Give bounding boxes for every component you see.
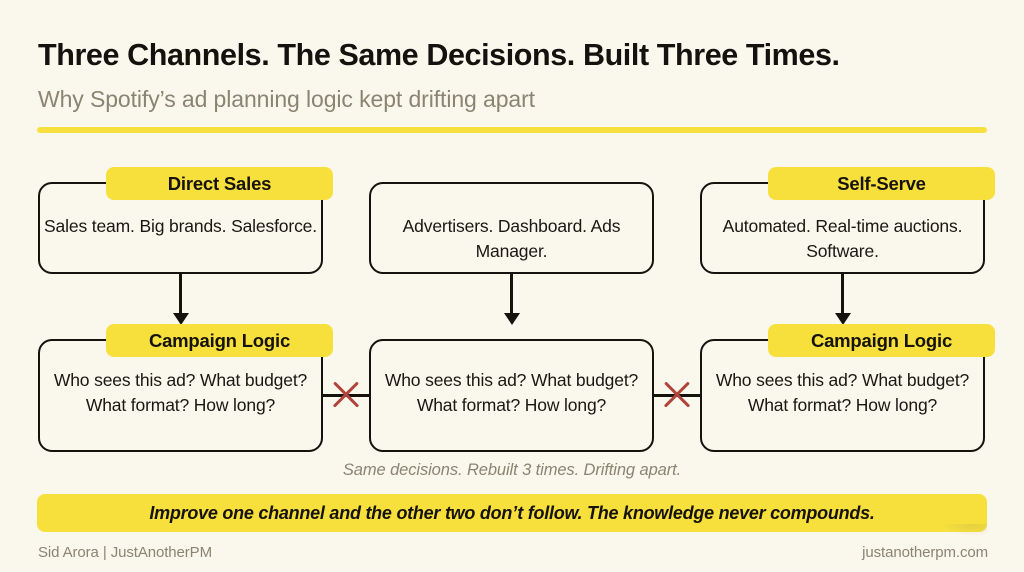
x-cross-icon-1	[328, 377, 364, 413]
footer-author: Sid Arora | JustAnotherPM	[38, 544, 212, 561]
down-arrow-icon-3	[834, 274, 851, 325]
channel-card-2-body: Advertisers. Dashboard. Ads Manager.	[402, 216, 621, 261]
page-subtitle: Why Spotify’s ad planning logic kept dri…	[38, 86, 535, 112]
logic-card-3-body: Who sees this ad? What budget? What form…	[715, 370, 970, 415]
footer-website: justanotherpm.com	[862, 544, 988, 561]
logic-card-2-body: Who sees this ad? What budget? What form…	[384, 370, 639, 415]
channel-card-1-body: Sales team. Big brands. Salesforce.	[44, 216, 317, 236]
logic-card-1-body: Who sees this ad? What budget? What form…	[53, 370, 308, 415]
takeaway-banner: Improve one channel and the other two do…	[37, 494, 987, 536]
diagram-caption: Same decisions. Rebuilt 3 times. Driftin…	[342, 461, 682, 479]
page-title: Three Channels. The Same Decisions. Buil…	[38, 38, 840, 72]
logic-card-1-badge: Campaign Logic	[106, 324, 333, 357]
down-arrow-icon-1	[172, 274, 189, 325]
channel-card-3-body: Automated. Real-time auctions. Software.	[722, 216, 963, 261]
logic-card-3: Who sees this ad? What budget? What form…	[700, 339, 985, 452]
header-divider-rule	[37, 127, 987, 133]
down-arrow-icon-2	[503, 274, 520, 325]
channel-card-2-badge: Self-Serve	[768, 167, 995, 200]
logic-card-2: Who sees this ad? What budget? What form…	[369, 339, 654, 452]
channel-card-1-badge: Direct Sales	[106, 167, 333, 200]
x-cross-icon-2	[659, 377, 695, 413]
logic-card-2-badge: Campaign Logic	[768, 324, 995, 357]
channel-card-2: Advertisers. Dashboard. Ads Manager.	[369, 182, 654, 274]
